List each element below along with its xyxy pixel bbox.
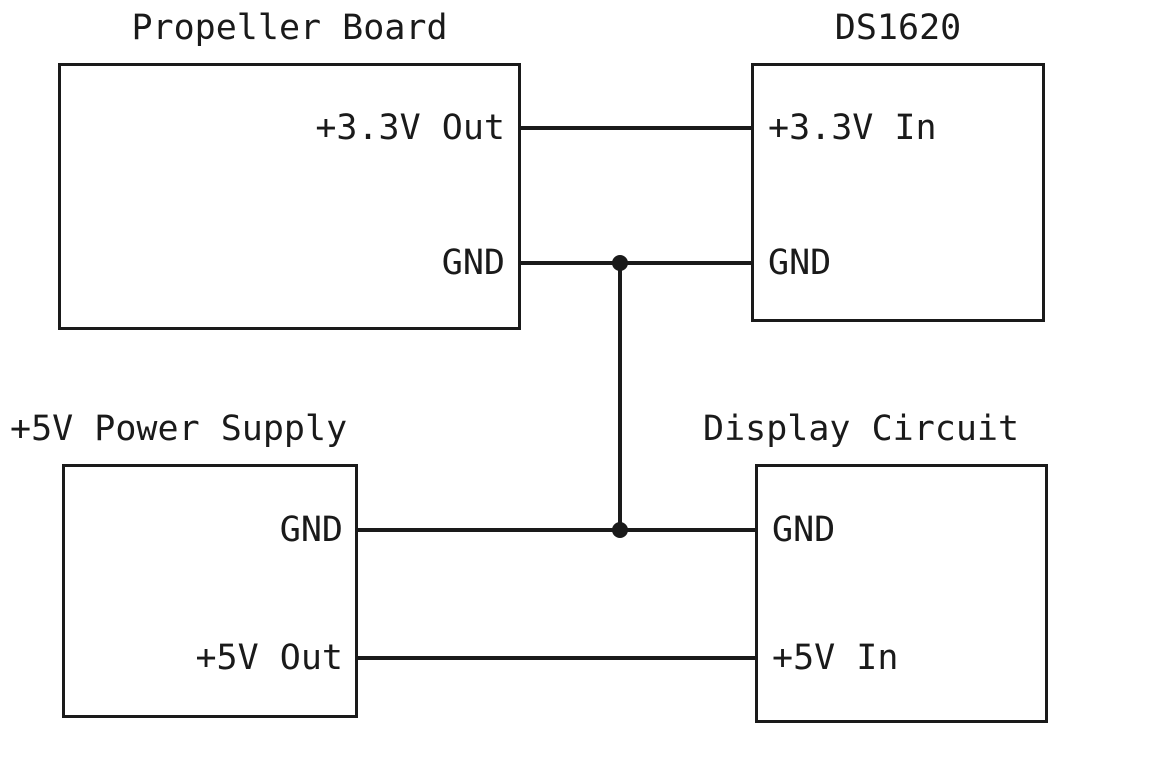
block-power-supply: [62, 464, 358, 718]
block-propeller-board: [58, 63, 521, 330]
wire-net-gnd-bottom: [356, 528, 757, 532]
pin-label-ds-gnd: GND: [768, 243, 832, 283]
pin-label-disp-gnd: GND: [772, 510, 836, 550]
pin-label-ds-3v3-in: +3.3V In: [768, 108, 937, 148]
wire-net-5v: [356, 656, 757, 660]
pin-label-disp-5v-in: +5V In: [772, 638, 899, 678]
pin-label-psu-5v-out: +5V Out: [195, 638, 343, 678]
pin-label-prop-gnd: GND: [441, 243, 505, 283]
block-title-display-circuit: Display Circuit: [703, 409, 1020, 449]
junction-gnd-upper: [612, 255, 628, 271]
block-title-ds1620: DS1620: [834, 8, 962, 48]
wire-net-gnd-trunk: [618, 261, 622, 532]
block-ds1620: [751, 63, 1045, 322]
pin-label-psu-gnd: GND: [279, 510, 343, 550]
block-display-circuit: [755, 464, 1048, 723]
pin-label-prop-3v3-out: +3.3V Out: [315, 108, 505, 148]
junction-gnd-lower: [612, 522, 628, 538]
wire-net-3v3: [519, 126, 753, 130]
block-title-power-supply: +5V Power Supply: [10, 409, 348, 449]
block-title-propeller-board: Propeller Board: [131, 8, 448, 48]
wire-net-gnd-top: [519, 261, 753, 265]
